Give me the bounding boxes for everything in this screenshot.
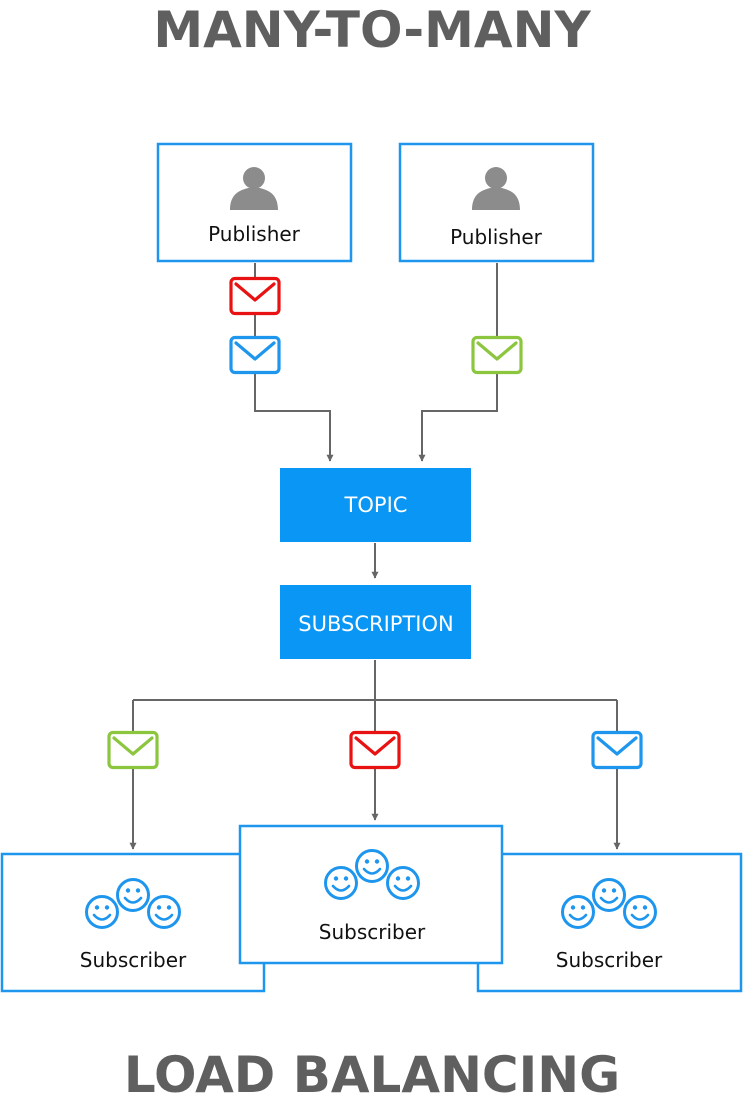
envelope-blue-icon	[229, 335, 281, 375]
envelope-green-icon	[471, 335, 523, 375]
subscriber-label: Subscriber	[80, 948, 187, 972]
heading-many-to-many: MANY-TO-MANY	[153, 1, 591, 59]
publisher-label: Publisher	[450, 225, 543, 249]
topic-box: TOPIC	[280, 468, 471, 542]
subscriber-label: Subscriber	[556, 948, 663, 972]
heading-load-balancing: LOAD BALANCING	[124, 1046, 620, 1104]
subscriber-box-3: Subscriber	[476, 852, 743, 993]
subscriber-label: Subscriber	[319, 920, 426, 944]
connector-subscription-split	[133, 660, 617, 701]
subscription-label: SUBSCRIPTION	[298, 612, 453, 636]
publisher-label: Publisher	[208, 222, 301, 246]
envelope-blue-icon	[591, 730, 643, 770]
publisher-box-2: Publisher	[398, 142, 595, 263]
topic-label: TOPIC	[344, 493, 408, 517]
subscriber-box-1: Subscriber	[0, 852, 266, 993]
envelope-green-icon	[107, 730, 159, 770]
subscriber-box-2: Subscriber	[238, 824, 504, 965]
envelope-red-icon	[349, 730, 401, 770]
envelope-red-icon	[229, 276, 281, 316]
subscription-box: SUBSCRIPTION	[280, 585, 471, 659]
publisher-box-1: Publisher	[156, 142, 353, 263]
